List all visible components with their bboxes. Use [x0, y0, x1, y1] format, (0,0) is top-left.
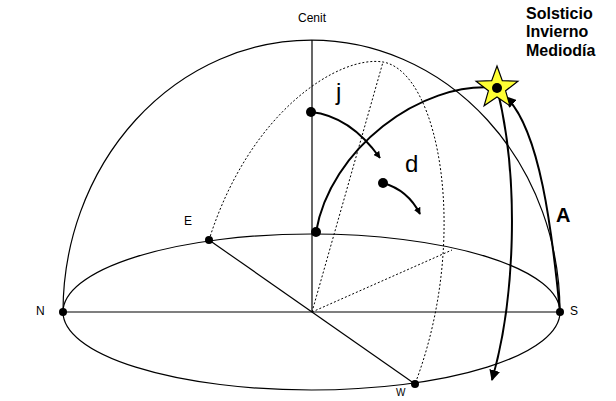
sun-dot [492, 83, 502, 93]
south-dot [556, 308, 564, 316]
cardinal-point: S [570, 305, 578, 319]
zenith-line [311, 40, 312, 312]
declination-arrow [383, 183, 420, 214]
altitude-arrow [506, 97, 560, 312]
sky-dome [63, 40, 560, 312]
azimuth-arrow [492, 88, 512, 380]
west-dot [411, 380, 419, 388]
point-dots [59, 83, 564, 388]
cardinal-point: W [396, 387, 405, 399]
angle-symbol: j [336, 78, 341, 106]
equator-radius [312, 250, 452, 312]
point-dot [378, 178, 388, 188]
latitude-arrow [311, 112, 380, 158]
meridian-line [312, 62, 383, 312]
sun-star [476, 66, 518, 106]
angle-symbol: d [405, 150, 418, 178]
angle-symbol: A [556, 204, 570, 227]
point-dot [306, 107, 316, 117]
north-dot [59, 308, 67, 316]
zenith-label: Cenit [298, 12, 326, 26]
solstice-label: Solsticio Invierno Mediodía [526, 5, 612, 60]
cardinal-point: N [36, 305, 45, 319]
sun-path [316, 87, 497, 232]
cardinal-point: E [184, 215, 192, 229]
point-dot [311, 227, 321, 237]
east-dot [205, 236, 213, 244]
